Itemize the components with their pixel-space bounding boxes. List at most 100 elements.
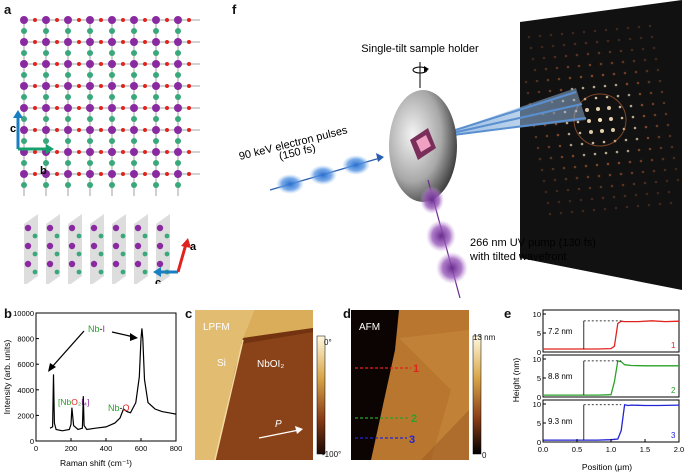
profile-ylabel: Height (nm)	[511, 358, 521, 403]
iodine-atom	[134, 224, 142, 232]
oxygen-atom	[187, 150, 191, 154]
niobium-atom	[109, 116, 115, 122]
diffraction-spot	[553, 178, 557, 182]
niobium-atom	[109, 182, 115, 188]
diffraction-spot	[584, 41, 588, 45]
step-label: 9.3 nm	[548, 417, 573, 426]
raman-ytick-label: 8000	[17, 335, 34, 344]
crystal-structure: c b a c	[10, 16, 200, 284]
niobium-atom	[87, 138, 93, 144]
niobium-atom	[153, 94, 159, 100]
diffraction-spot	[650, 35, 654, 39]
iodine-atom	[24, 224, 32, 232]
oxygen-atom	[55, 106, 59, 110]
diffraction-spot	[579, 198, 583, 202]
diffraction-spot	[568, 199, 572, 203]
oxygen-atom	[77, 172, 81, 176]
iodine-atom	[90, 242, 98, 250]
iodine-atom	[68, 224, 76, 232]
diffraction-spot	[636, 81, 640, 85]
niobium-atom	[87, 28, 93, 34]
diffraction-spot	[625, 82, 629, 86]
niobium-atom	[175, 138, 181, 144]
diffraction-spot	[538, 157, 542, 161]
niobium-atom	[98, 233, 104, 239]
iodine-atom	[64, 148, 72, 156]
diffraction-spot	[617, 38, 621, 42]
diffraction-spot	[546, 201, 550, 205]
diffraction-spot	[595, 40, 599, 44]
niobium-atom	[21, 94, 27, 100]
profile-line-2	[543, 360, 679, 396]
diffraction-spot	[630, 48, 634, 52]
diffraction-spot	[585, 108, 589, 112]
diffraction-spot	[609, 117, 613, 121]
oxygen-atom	[165, 150, 169, 154]
oxygen-atom	[33, 40, 37, 44]
electron-pulse-1	[276, 174, 304, 194]
profile-ytick-label: 0	[537, 438, 541, 447]
diffraction-spot	[533, 68, 537, 72]
niobium-atom	[131, 116, 137, 122]
profile-line-1	[543, 320, 680, 350]
diffraction-spot	[654, 57, 658, 61]
diffraction-spot	[602, 140, 606, 144]
niobium-atom	[142, 269, 148, 275]
diffraction-spot	[558, 144, 562, 148]
iodine-atom	[42, 126, 50, 134]
diffraction-spot	[650, 158, 654, 162]
diffraction-spot	[645, 69, 649, 73]
diffraction-spot	[619, 172, 623, 176]
niobium-atom	[65, 116, 71, 122]
profile-xtick-label: 0.0	[538, 445, 548, 454]
iodine-atom	[108, 148, 116, 156]
panel-c-label: c	[185, 306, 193, 321]
axis-c2-label: c	[155, 277, 161, 284]
diffraction-spot	[576, 120, 580, 124]
experiment-schematic: Single-tilt sample holder 90 keV electro…	[238, 0, 682, 299]
diffraction-spot	[540, 168, 544, 172]
iodine-atom	[42, 82, 50, 90]
iodine-atom	[86, 104, 94, 112]
lpfm-colorbar	[316, 335, 326, 455]
iodine-atom	[64, 104, 72, 112]
diffraction-spot	[560, 155, 564, 159]
oxygen-atom	[143, 106, 147, 110]
diffraction-spot	[597, 174, 601, 178]
diffraction-spot	[555, 189, 559, 193]
iodine-atom	[42, 38, 50, 46]
iodine-atom	[20, 170, 28, 178]
diffraction-spot	[639, 36, 643, 40]
annotation-nb-i: Nb-I	[88, 324, 105, 334]
iodine-atom	[20, 104, 28, 112]
diffraction-spot	[640, 103, 644, 107]
oxygen-atom	[121, 106, 125, 110]
step-label: 7.2 nm	[548, 327, 573, 336]
diffraction-spot	[551, 167, 555, 171]
diffraction-spot	[591, 141, 595, 145]
diffraction-spot	[573, 165, 577, 169]
iodine-atom	[64, 82, 72, 90]
iodine-atom	[112, 242, 120, 250]
niobium-atom	[131, 160, 137, 166]
niobium-atom	[65, 50, 71, 56]
oxygen-atom	[77, 128, 81, 132]
raman-ytick-label: 2000	[17, 411, 34, 420]
diffraction-spot	[593, 152, 597, 156]
niobium-atom	[87, 72, 93, 78]
line-profile-1-label: 1	[413, 363, 419, 375]
profile-xtick-label: 1.0	[606, 445, 616, 454]
iodine-atom	[64, 16, 72, 24]
niobium-atom	[43, 182, 49, 188]
diffraction-spot	[624, 138, 628, 142]
niobium-atom	[87, 94, 93, 100]
iodine-atom	[86, 148, 94, 156]
diffraction-spot	[596, 107, 600, 111]
diffraction-spot	[645, 192, 649, 196]
diffraction-spot	[542, 56, 546, 60]
diffraction-spot	[604, 151, 608, 155]
diffraction-spot	[667, 190, 671, 194]
oxygen-atom	[55, 128, 59, 132]
diffraction-spot	[662, 101, 666, 105]
polarization-arrow	[258, 429, 300, 439]
